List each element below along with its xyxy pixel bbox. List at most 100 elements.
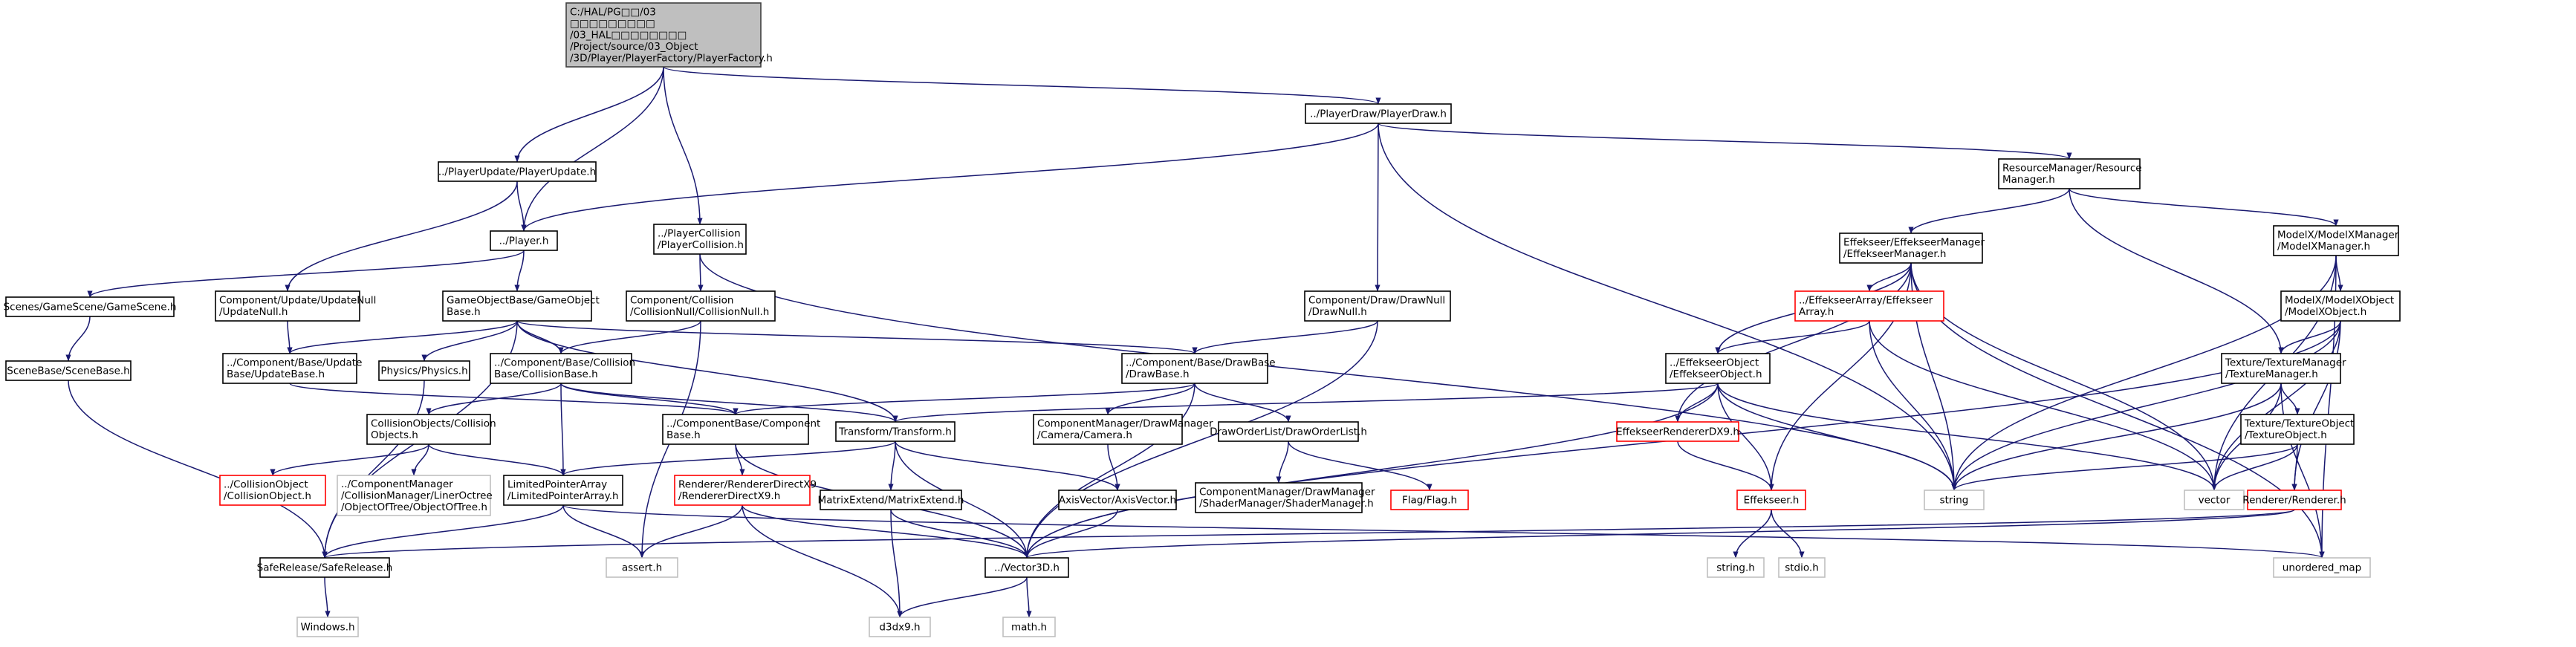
edge-gameobjectbase-to-updatebase [287,320,518,354]
node-draworderlist[interactable]: DrawOrderList/DrawOrderList.h [1210,421,1367,442]
edge-root-to-playercollision [663,66,703,225]
node-label-line: /TextureManager.h [2225,368,2318,380]
node-label-line: /CollisionNull/CollisionNull.h [630,306,769,318]
node-player[interactable]: ../Player.h [490,230,558,251]
edge-draworderlist-to-flag [1288,440,1433,491]
node-componentbase[interactable]: ../ComponentBase/ComponentBase.h [662,414,820,445]
node-label-line: /CollisionObject.h [224,490,311,502]
node-label-line: /DrawNull.h [1308,306,1367,318]
node-effekseermanager[interactable]: Effekseer/EffekseerManager/EffekseerMana… [1839,233,1985,264]
edge-collisionbase-to-limitedpointerarray [560,383,566,476]
node-effekseerrendererdx9[interactable]: EffekseerRendererDX9.h [1616,421,1739,442]
node-collisionbase[interactable]: ../Component/Base/CollisionBase/Collisio… [490,353,635,384]
node-label-line: /03_HAL□□□□□□□□ [570,29,687,41]
edge-effekseerobject-to-transform [892,383,1719,423]
node-updatebase[interactable]: ../Component/Base/UpdateBase/UpdateBase.… [222,353,362,384]
edge-effekseer-to-stdio [1771,509,1805,559]
node-vector[interactable]: vector [2184,490,2245,510]
node-collisionobject[interactable]: ../CollisionObject/CollisionObject.h [219,475,326,506]
node-physics[interactable]: Physics/Physics.h [378,360,470,381]
node-windows[interactable]: Windows.h [296,617,359,637]
node-box [820,490,962,510]
node-vector3d[interactable]: ../Vector3D.h [984,557,1069,578]
node-effekseer[interactable]: Effekseer.h [1736,490,1806,510]
node-texturemanager[interactable]: Texture/TextureManager/TextureManager.h [2221,353,2346,384]
node-objectoftree[interactable]: ../ComponentManager/CollisionManager/Lin… [337,475,493,516]
node-label-line: ../Component/Base/Collision [494,357,635,369]
node-math[interactable]: math.h [1002,617,1056,637]
node-playerupdate[interactable]: ../PlayerUpdate/PlayerUpdate.h [438,161,597,182]
node-box [1121,353,1268,384]
edge-resourcemanager-to-texturemanager [2069,188,2284,354]
node-resourcemanager[interactable]: ResourceManager/ResourceManager.h [1998,158,2142,189]
node-unordered_map[interactable]: unordered_map [2273,557,2371,578]
node-box [1665,353,1771,384]
node-shadermanager[interactable]: ComponentManager/DrawManager/ShaderManag… [1195,482,1375,513]
node-collisionnull[interactable]: Component/Collision/CollisionNull/Collis… [626,290,776,322]
node-limitedpointerarray[interactable]: LimitedPointerArray/LimitedPointerArray.… [503,475,623,506]
node-textureobject[interactable]: Texture/TextureObject/TextureObject.h [2240,414,2355,445]
node-axisvector[interactable]: AxisVector/AxisVector.h [1058,490,1177,510]
node-renderer[interactable]: Renderer/Renderer.h [2242,490,2346,510]
node-label-line: Base/UpdateBase.h [227,368,325,380]
node-effekseerobject[interactable]: ../EffekseerObject/EffekseerObject.h [1665,353,1771,384]
edge-drawbase-to-draworderlist [1194,383,1291,423]
node-box [1707,557,1765,578]
node-camera[interactable]: ComponentManager/DrawManager/Camera/Came… [1033,414,1213,445]
node-stringh[interactable]: string.h [1707,557,1765,578]
edge-transform-to-matrixextend [888,440,896,491]
node-label-line: EffekseerRendererDX9.h [1616,426,1739,438]
node-modelxobject[interactable]: ModelX/ModelXObject/ModelXObject.h [2280,290,2401,322]
node-label-line: ../EffekseerArray/Effekseer [1799,295,1933,307]
node-drawnull[interactable]: Component/Draw/DrawNull/DrawNull.h [1304,290,1451,322]
node-label-line: LimitedPointerArray [507,479,607,491]
node-label-line: /DrawBase.h [1126,368,1190,380]
edge-rendererdirectx9-to-vector3d [742,504,1030,559]
node-scenebase[interactable]: SceneBase/SceneBase.h [5,360,132,381]
edge-collisionbase-to-transform [560,383,898,423]
edge-textureobject-to-renderer [2291,443,2298,491]
node-collisionobjects[interactable]: CollisionObjects/CollisionObjects.h [366,414,496,445]
node-box [5,360,132,381]
node-gamescene[interactable]: Scenes/GameScene/GameScene.h [4,296,177,317]
edge-gameobjectbase-to-physics [421,320,518,362]
node-playerdraw[interactable]: ../PlayerDraw/PlayerDraw.h [1305,103,1452,124]
edge-playerupdate-to-player [516,181,527,232]
node-box [337,475,491,516]
node-box [1305,103,1452,124]
node-label-line: Texture/TextureObject [2244,418,2354,430]
edge-updatenull-to-updatebase [287,320,293,354]
node-rendererdirectx9[interactable]: Renderer/RendererDirectX9/RendererDirect… [674,475,817,506]
edge-updatebase-to-componentbase [289,383,739,415]
node-label-line: ../Component/Base/DrawBase [1126,357,1276,369]
node-root[interactable]: C:/HAL/PG□□/03□□□□□□□□□/03_HAL□□□□□□□□/P… [565,2,773,68]
node-label-line: Renderer/Renderer.h [2242,494,2346,506]
node-saferelease[interactable]: SafeRelease/SafeRelease.h [257,557,393,578]
node-label-line: ../ComponentBase/Component [666,418,820,430]
node-transform[interactable]: Transform/Transform.h [835,421,956,442]
node-modelxmanager[interactable]: ModelX/ModelXManager/ModelXManager.h [2273,225,2399,256]
node-gameobjectbase[interactable]: GameObjectBase/GameObjectBase.h [442,290,600,322]
node-label-line: ComponentManager/DrawManager [1037,418,1213,430]
node-box [2240,414,2355,445]
node-label-line: Renderer/RendererDirectX9 [678,479,817,491]
node-label-line: /EffekseerManager.h [1843,248,1946,260]
edge-vector3d-to-d3dx9 [897,576,1028,618]
node-flag[interactable]: Flag/Flag.h [1390,490,1469,510]
node-matrixextend[interactable]: MatrixExtend/MatrixExtend.h [818,490,964,510]
node-label-line: Component/Draw/DrawNull [1308,295,1445,307]
node-label-line: ../PlayerUpdate/PlayerUpdate.h [438,166,596,178]
node-drawbase[interactable]: ../Component/Base/DrawBase/DrawBase.h [1121,353,1276,384]
edge-gameobjectbase-to-transform [516,320,898,423]
node-d3dx9[interactable]: d3dx9.h [869,617,931,637]
node-assert[interactable]: assert.h [606,557,678,578]
edge-drawbase-to-camera [1105,383,1195,415]
node-string[interactable]: string [1924,490,1985,510]
node-box [674,475,811,506]
node-label-line: /Camera/Camera.h [1037,429,1132,441]
node-updatenull[interactable]: Component/Update/UpdateNull/UpdateNull.h [215,290,376,322]
node-stdio[interactable]: stdio.h [1778,557,1826,578]
node-playercollision[interactable]: ../PlayerCollision/PlayerCollision.h [653,224,747,255]
node-effekseerarray[interactable]: ../EffekseerArray/EffekseerArray.h [1794,290,1944,322]
node-box [1058,490,1177,510]
